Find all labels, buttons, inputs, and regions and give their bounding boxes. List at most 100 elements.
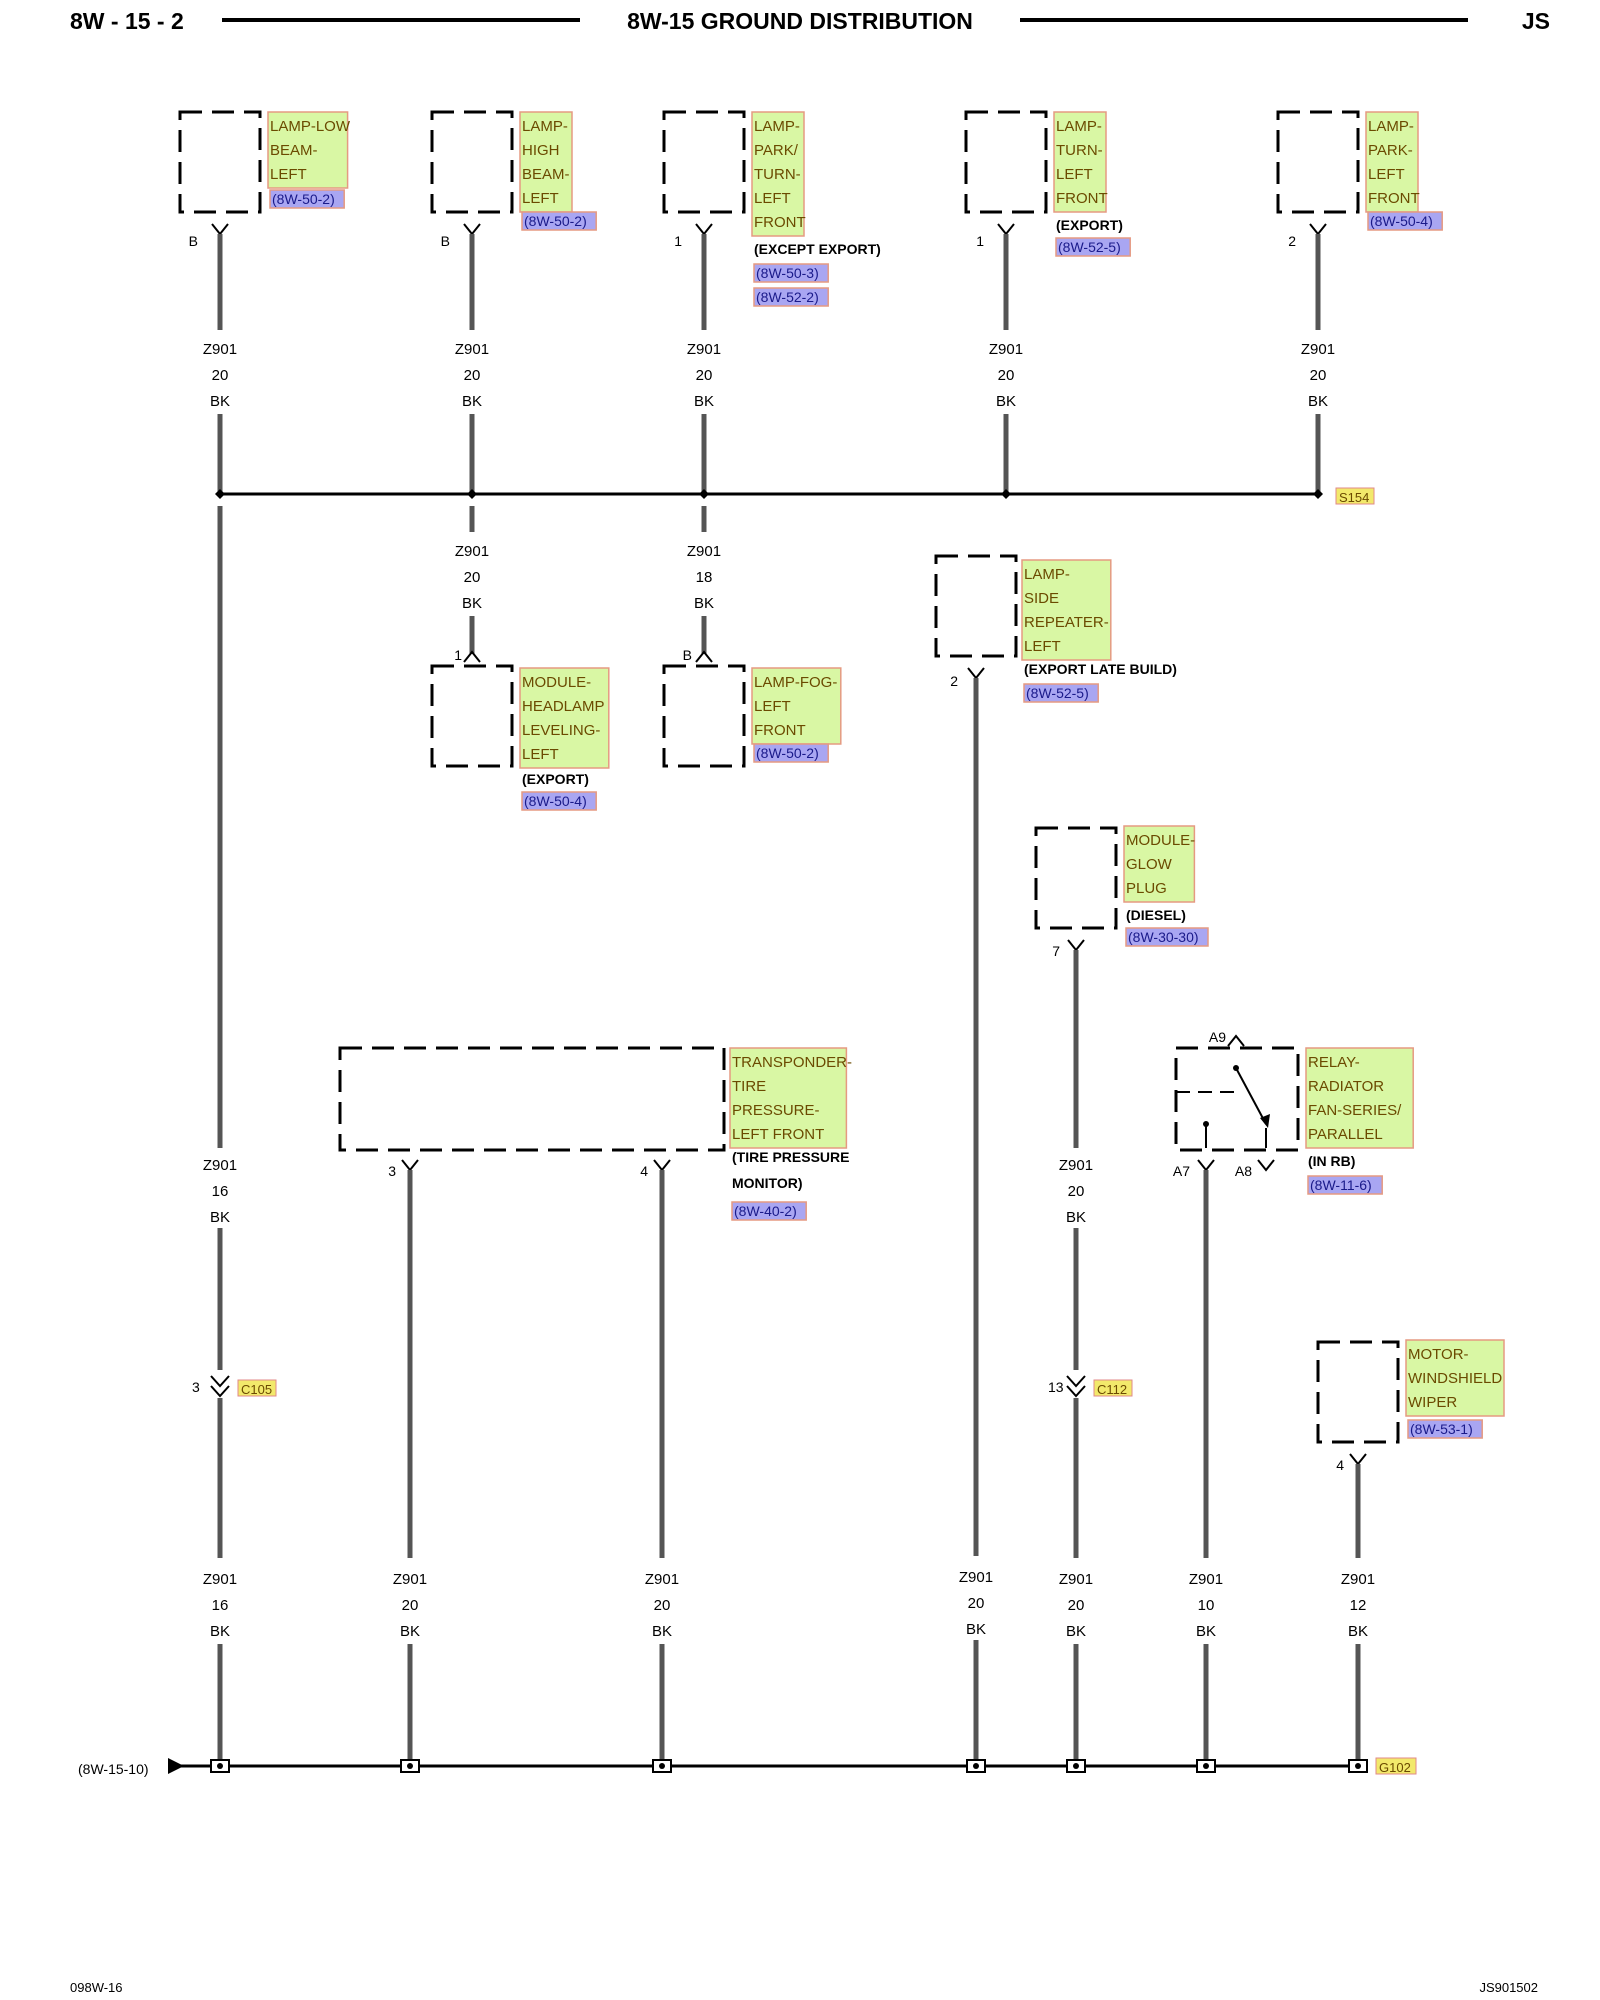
ground-ref-text: (8W-15-10) <box>78 1761 149 1777</box>
relay-wire-label-text: 10 <box>1198 1597 1215 1614</box>
lamp-low-beam-left-wire-label-text: BK <box>210 393 230 410</box>
module-glow-plug-label-line: PLUG <box>1126 880 1167 897</box>
lamp-low-beam-left-pin: B <box>189 233 198 249</box>
lamp-side-repeater-left-box <box>934 554 1018 658</box>
relay-radiator-fan-label-line: RADIATOR <box>1308 1078 1384 1095</box>
tpm-note-1: (TIRE PRESSURE <box>732 1149 849 1165</box>
tpm-pin: 4 <box>640 1163 648 1179</box>
tpm-ref: (8W-40-2) <box>731 1201 807 1221</box>
lamp-low-beam-left-label-line: LAMP-LOW <box>270 118 351 135</box>
transponder-tire-pressure-box <box>338 1046 726 1152</box>
pin-connector-icon <box>695 650 713 663</box>
ground-terminal-dot <box>659 1763 665 1769</box>
lamp-high-beam-left-wire-label-text: Z901 <box>455 341 489 358</box>
pin-connector-icon <box>997 223 1015 236</box>
relay-wire-label-text: BK <box>1196 1623 1216 1640</box>
lamp-turn-left-front-wire-label-text: 20 <box>998 367 1015 384</box>
splice-dot <box>467 489 477 499</box>
ground-g102-label: G102 <box>1375 1757 1417 1775</box>
lamp-park-left-front-ref-text: (8W-50-4) <box>1370 213 1433 229</box>
glow-plug-ref: (8W-30-30) <box>1125 927 1209 947</box>
splice-dot <box>1313 489 1323 499</box>
fog-wire-label-text: BK <box>694 595 714 612</box>
lamp-park-left-front-box <box>1276 110 1360 214</box>
module-headlamp-leveling-left-label-line: LEVELING- <box>522 722 600 739</box>
wiper-pin: 4 <box>1336 1457 1344 1473</box>
lamp-park-left-front-wire-label-text: 20 <box>1310 367 1327 384</box>
lamp-park-turn-ref-2-text: (8W-52-2) <box>756 289 819 305</box>
inline-connector-icon <box>1066 1375 1086 1388</box>
glow-plug-ref-text: (8W-30-30) <box>1128 929 1199 945</box>
lamp-park-turn-left-front-wire-label-text: 20 <box>696 367 713 384</box>
module-glow-plug-box <box>1034 826 1118 930</box>
lamp-high-beam-left-wire-label-text: 20 <box>464 367 481 384</box>
lamp-fog-left-front-label-line: FRONT <box>754 722 806 739</box>
main-trunk-upper-label-text: BK <box>210 1209 230 1226</box>
wiper-wire-label-text: 12 <box>1350 1597 1367 1614</box>
tpm-wire-label-1-text: BK <box>652 1623 672 1640</box>
lamp-low-beam-left-ref: (8W-50-2) <box>269 189 345 209</box>
splice-s154-label: S154 <box>1335 487 1375 505</box>
lamp-turn-left-front-wire-label-text: Z901 <box>989 341 1023 358</box>
lamp-turn-left-front-box <box>964 110 1048 214</box>
lamp-turn-left-front-label-line: LAMP- <box>1056 118 1102 135</box>
transponder-tire-pressure-label-line: TRANSPONDER- <box>732 1054 852 1071</box>
main-trunk-lower-label-text: Z901 <box>203 1571 237 1588</box>
side-repeater-pin: 2 <box>950 673 958 689</box>
module-glow-plug-label-line: GLOW <box>1126 856 1173 873</box>
lamp-low-beam-left-box <box>178 110 262 214</box>
relay-note: (IN RB) <box>1308 1153 1355 1169</box>
relay-pin-a9: A9 <box>1209 1029 1226 1045</box>
wiper-ref: (8W-53-1) <box>1407 1419 1483 1439</box>
ground-terminal-dot <box>1203 1763 1209 1769</box>
relay-radiator-fan-label-line: PARALLEL <box>1308 1126 1383 1143</box>
transponder-tire-pressure-label-line: LEFT FRONT <box>732 1126 824 1143</box>
tpm-ref-text: (8W-40-2) <box>734 1203 797 1219</box>
side-repeater-note: (EXPORT LATE BUILD) <box>1024 661 1177 677</box>
lamp-high-beam-left-label-line: LAMP- <box>522 118 568 135</box>
splice-dot <box>215 489 225 499</box>
fog-wire-label-text: 18 <box>696 569 713 586</box>
motor-windshield-wiper-label-line: WIPER <box>1408 1394 1457 1411</box>
pin-connector-icon <box>1349 1453 1367 1466</box>
lamp-turn-left-front-pin: 1 <box>976 233 984 249</box>
lamp-fog-left-front-ref-text: (8W-50-2) <box>756 745 819 761</box>
page-title: 8W-15 GROUND DISTRIBUTION <box>627 8 973 34</box>
ground-terminal-dot <box>973 1763 979 1769</box>
tpm-wire-label-0-text: 20 <box>402 1597 419 1614</box>
relay-ref: (8W-11-6) <box>1307 1175 1383 1195</box>
pin-connector-icon <box>1197 1159 1215 1172</box>
relay-pin-a8: A8 <box>1235 1163 1252 1179</box>
module-headlamp-leveling-left-label-line: LEFT <box>522 746 559 763</box>
relay-radiator-fan-label-line: FAN-SERIES/ <box>1308 1102 1402 1119</box>
main-trunk-lower-label-text: BK <box>210 1623 230 1640</box>
header-rule-left <box>222 18 580 22</box>
ground-terminal-dot <box>217 1763 223 1769</box>
motor-windshield-wiper-box <box>1316 1340 1400 1444</box>
glow-wire-lower-label-text: Z901 <box>1059 1571 1093 1588</box>
glow-wire-lower-label-text: BK <box>1066 1623 1086 1640</box>
lamp-side-repeater-left-label-line: LEFT <box>1024 638 1061 655</box>
tpm-wire-label-0-text: BK <box>400 1623 420 1640</box>
lamp-park-left-front-label-line: LAMP- <box>1368 118 1414 135</box>
glow-wire-upper-label-text: BK <box>1066 1209 1086 1226</box>
pin-connector-icon <box>1309 223 1327 236</box>
lamp-park-turn-ref-1: (8W-50-3) <box>753 263 829 283</box>
connector-c105-text: C105 <box>241 1382 272 1397</box>
main-trunk-lower-label-text: 16 <box>212 1597 229 1614</box>
side-repeater-wire-label-text: BK <box>966 1621 986 1638</box>
lamp-side-repeater-left-label-line: LAMP- <box>1024 566 1070 583</box>
ground-terminal-dot <box>1073 1763 1079 1769</box>
